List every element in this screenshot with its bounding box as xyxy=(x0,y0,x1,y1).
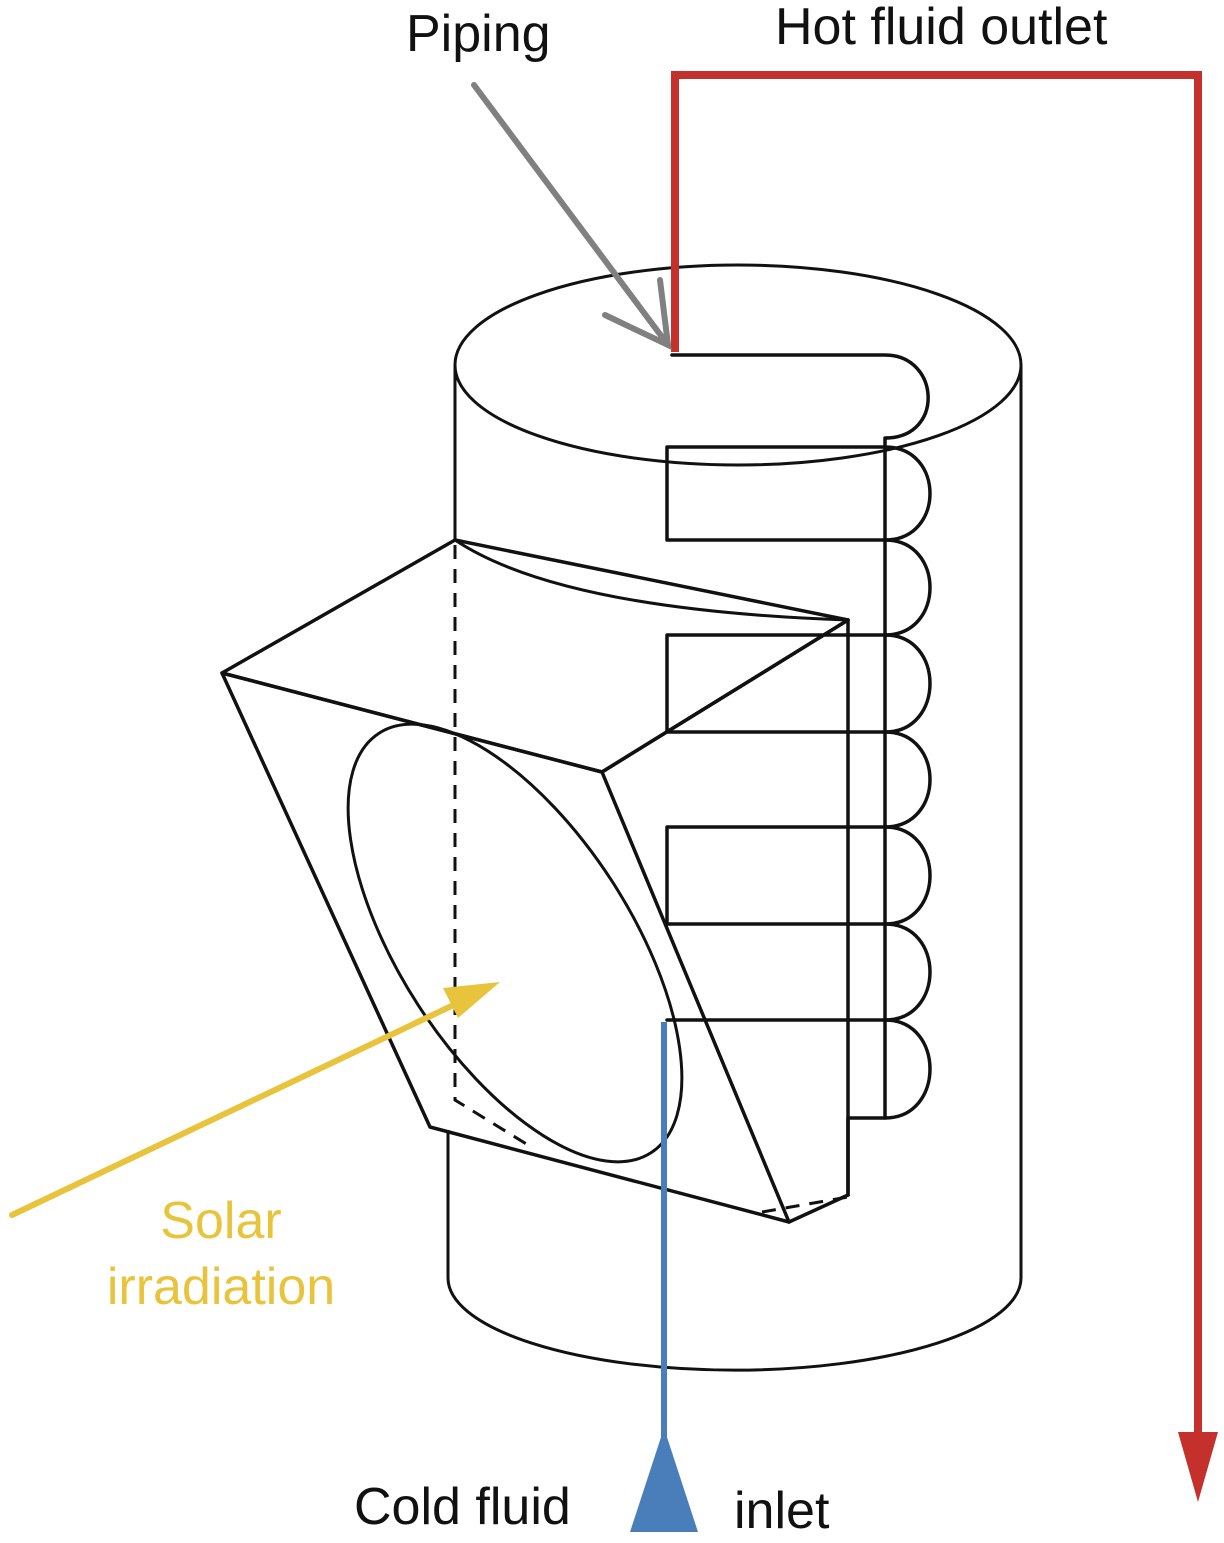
solar-label-line2: irradiation xyxy=(107,1258,335,1316)
aperture-box xyxy=(220,538,850,1224)
cold-inlet-arrowhead xyxy=(630,1428,698,1532)
cold-fluid-line xyxy=(630,1022,698,1532)
piping-pointer-arrow xyxy=(471,82,672,351)
inlet-label: inlet xyxy=(734,1482,830,1540)
cold-fluid-label: Cold fluid xyxy=(354,1478,571,1536)
piping-label: Piping xyxy=(406,5,551,63)
hot-fluid-line xyxy=(671,71,1218,1502)
solar-irradiation-arrow xyxy=(9,982,500,1218)
hot-outlet-arrowhead xyxy=(1178,1432,1218,1502)
solar-label-line1: Solar xyxy=(160,1192,281,1250)
receiver-cylinder xyxy=(446,263,1023,1372)
coil-piping xyxy=(665,353,932,1197)
hot-fluid-outlet-label: Hot fluid outlet xyxy=(775,0,1108,56)
aperture-opening xyxy=(346,722,684,1164)
